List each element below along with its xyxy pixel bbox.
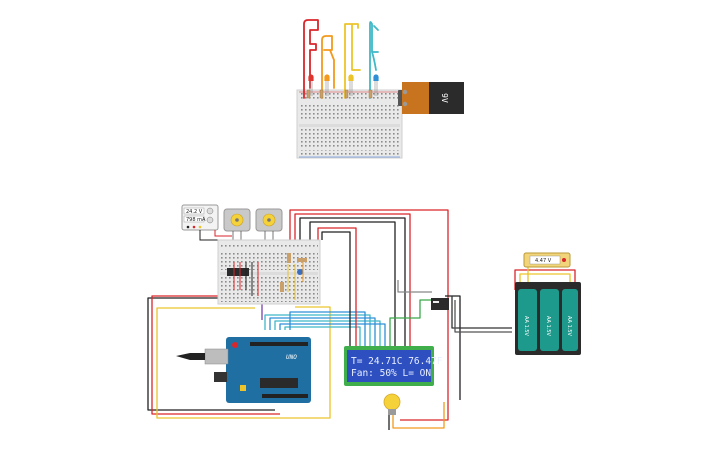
- top-leds[interactable]: [308, 74, 379, 96]
- top-resistors[interactable]: [306, 89, 373, 99]
- multimeter-current: 798 mA: [186, 217, 206, 223]
- battery-9v[interactable]: 9V: [398, 82, 464, 114]
- cell-2-label: AA 1.5V: [545, 316, 551, 337]
- multimeter-voltage: 24.2 V: [186, 209, 203, 215]
- battery-cell-3: AA 1.5V: [562, 289, 578, 351]
- top-wires[interactable]: [303, 19, 379, 99]
- battery-voltmeter[interactable]: 4.47 V: [523, 252, 571, 268]
- lcd-display[interactable]: T= 24.71C 76.47F Fan: 50% L= ON: [344, 346, 443, 386]
- cyan-wire: [369, 21, 379, 99]
- bottom-breadboard[interactable]: [217, 239, 321, 305]
- yellow-led: [348, 74, 354, 96]
- bottom-circuit: 24.2 V 798 mA: [147, 204, 581, 430]
- battery-pack[interactable]: AA 1.5V AA 1.5V AA 1.5V: [515, 282, 581, 355]
- battery-cell-2: AA 1.5V: [540, 289, 559, 351]
- blue-led: [373, 74, 379, 96]
- battery-9v-label: 9V: [440, 93, 449, 103]
- motor-2[interactable]: [255, 208, 283, 240]
- relay-module[interactable]: [431, 298, 449, 310]
- lcd-line-2: Fan: 50% L= ON: [351, 368, 431, 379]
- arduino-label: UNO: [286, 354, 297, 361]
- battery-cell-1: AA 1.5V: [518, 289, 537, 351]
- cell-3-label: AA 1.5V: [566, 316, 572, 337]
- ic-chip: [227, 268, 249, 276]
- top-breadboard[interactable]: [296, 89, 403, 159]
- light-bulb[interactable]: [383, 393, 401, 415]
- motor-1[interactable]: [223, 208, 251, 240]
- battery-voltage: 4.47 V: [535, 258, 552, 264]
- red-wire: [303, 19, 319, 99]
- top-circuit: 9V: [296, 19, 464, 159]
- cell-1-label: AA 1.5V: [523, 316, 529, 337]
- yellow-wire: [344, 23, 361, 99]
- arduino-uno[interactable]: UNO: [176, 337, 311, 403]
- orange-led: [324, 74, 330, 96]
- lcd-line-1: T= 24.71C 76.47F: [351, 356, 443, 367]
- orange-wire: [321, 35, 335, 99]
- bottom-wires[interactable]: [147, 209, 576, 430]
- multimeter[interactable]: 24.2 V 798 mA: [181, 204, 219, 231]
